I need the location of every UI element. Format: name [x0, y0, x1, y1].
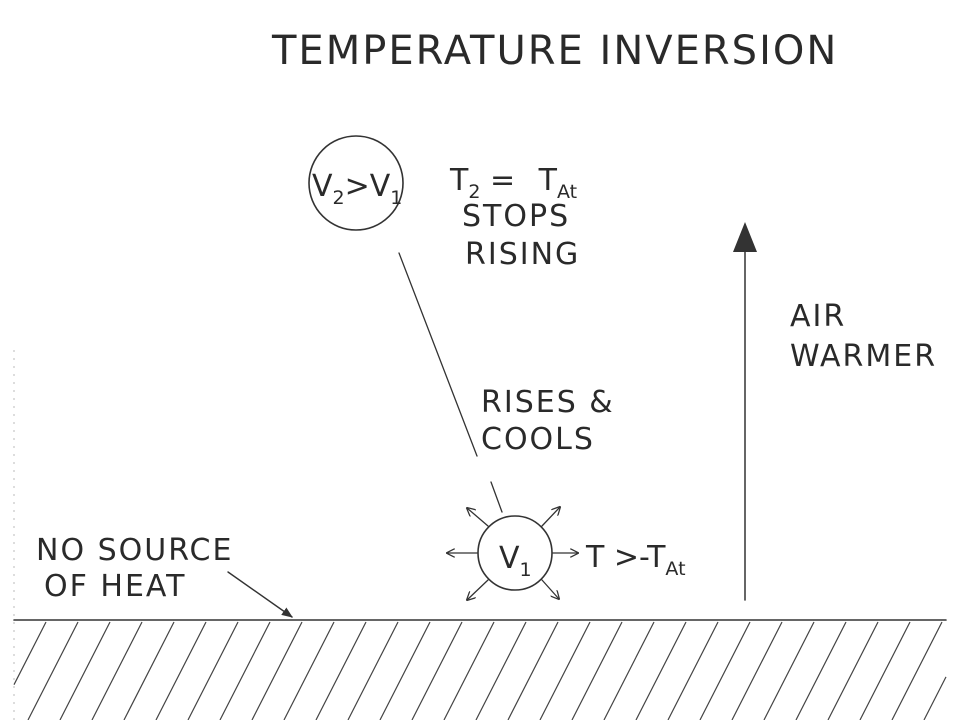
expansion-arrow-up-left — [467, 508, 489, 527]
hatch-line — [475, 621, 527, 720]
diagram-title: TEMPERATURE INVERSION — [271, 28, 838, 74]
air-warmer-note: AIR WARMER — [790, 299, 937, 374]
hatch-line — [219, 621, 271, 720]
hatch-line — [123, 621, 175, 720]
rises-label: RISES & — [481, 385, 615, 420]
expansion-arrow-up-right — [541, 507, 560, 527]
rise-path-upper — [398, 252, 478, 457]
expansion-arrow-down-right — [541, 579, 559, 599]
eq-tat-sub: At — [557, 181, 577, 203]
air-warmer-arrow-head — [733, 222, 757, 252]
parcel-top-v1: V — [370, 169, 391, 204]
hatch-line — [859, 621, 911, 720]
air-warmer-arrow — [733, 222, 757, 601]
parcel-temp-relation: T >-TAt — [585, 540, 686, 580]
temp-tat-sub: At — [665, 558, 685, 580]
hatch-line — [411, 621, 463, 720]
hatch-line — [507, 621, 559, 720]
hatch-line — [667, 621, 719, 720]
stops-label: STOPS — [462, 199, 570, 234]
air-label: AIR — [790, 299, 846, 334]
parcel-top-v2: V — [312, 169, 333, 204]
hatch-line — [827, 621, 879, 720]
hatch-line — [251, 621, 303, 720]
temp-tat: T — [646, 540, 666, 575]
eq-t: T — [449, 163, 469, 198]
hatch-line — [539, 621, 591, 720]
hatch-line — [91, 621, 143, 720]
hatch-line — [315, 621, 367, 720]
hatch-line — [763, 621, 815, 720]
hatch-line — [571, 621, 623, 720]
parcel-top-circle — [308, 135, 404, 231]
hatch-line — [347, 621, 399, 720]
hatch-line — [699, 621, 751, 720]
parcel-top-v2-sub: 2 — [333, 187, 345, 209]
hatch-line — [187, 621, 239, 720]
parcel-bottom-v: V — [499, 541, 520, 576]
hatch-line — [283, 621, 335, 720]
hatch-line — [13, 621, 47, 685]
eq-t-sub: 2 — [468, 181, 480, 203]
hatch-line — [891, 621, 943, 720]
of-heat-label: OF HEAT — [44, 569, 186, 604]
expansion-arrow-down-left — [467, 579, 489, 600]
cools-label: COOLS — [481, 422, 595, 457]
temp-gt: >- — [604, 540, 649, 575]
parcel-top: V2>V1 — [308, 135, 404, 231]
eq-sign: = — [480, 163, 524, 198]
ground-hatching — [13, 621, 947, 720]
equilibrium-equation: T2 = TAt — [449, 163, 577, 203]
hatch-line — [155, 621, 207, 720]
parcel-bottom-label: V1 — [499, 541, 532, 581]
parcel-bottom-circle — [477, 515, 553, 591]
eq-tat: T — [538, 163, 558, 198]
hatch-line — [27, 621, 79, 720]
parcel-top-v1-sub: 1 — [390, 187, 402, 209]
hatch-line — [795, 621, 847, 720]
no-source-label: NO SOURCE — [36, 533, 233, 568]
parcel-top-gt: > — [345, 169, 370, 204]
no-source-pointer-arrow — [227, 571, 293, 618]
hatch-line — [379, 621, 431, 720]
rises-cools-note: RISES & COOLS — [481, 385, 615, 457]
warmer-label: WARMER — [790, 339, 937, 374]
hatch-line — [603, 621, 655, 720]
hatch-line — [731, 621, 783, 720]
parcel-top-label: V2>V1 — [312, 169, 402, 209]
rising-label: RISING — [465, 237, 580, 272]
hatch-line — [443, 621, 495, 720]
hatch-line — [923, 676, 947, 720]
rise-path-lower — [490, 481, 503, 513]
parcel-bottom-v-sub: 1 — [520, 559, 532, 581]
hatch-line — [59, 621, 111, 720]
stops-rising-note: T2 = TAt STOPS RISING — [449, 163, 580, 272]
parcel-bottom: V1 — [447, 507, 578, 600]
no-source-note: NO SOURCE OF HEAT — [36, 533, 293, 618]
hatch-line — [635, 621, 687, 720]
temp-t: T — [585, 540, 605, 575]
